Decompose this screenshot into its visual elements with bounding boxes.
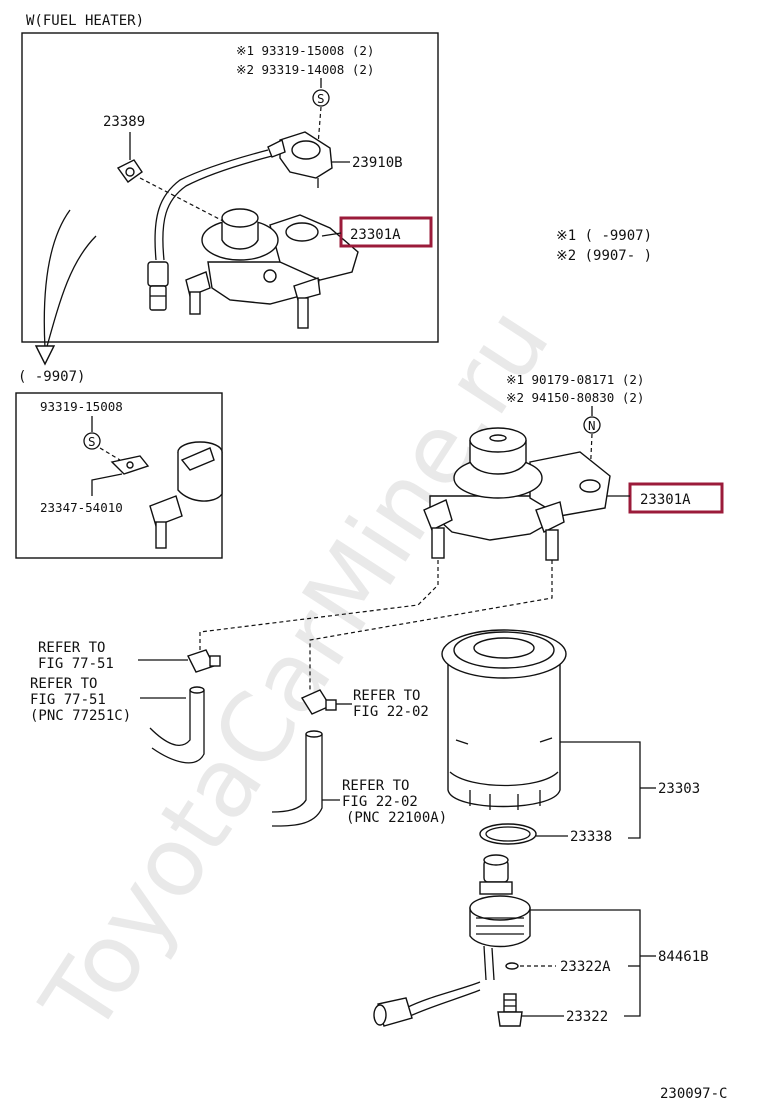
sensor-connector — [373, 997, 413, 1027]
arrow-curve — [43, 209, 71, 349]
fuel-filter-part — [441, 629, 567, 810]
fuel-heater-part — [267, 131, 333, 188]
refer-3-line-2: FIG 22-02 — [353, 704, 429, 720]
refer-4-line-2: FIG 22-02 — [342, 794, 418, 810]
refer-3-line-1: REFER TO — [353, 688, 420, 704]
clamp-part — [116, 159, 143, 183]
main-bolt-2-label: ※2 94150-80830 (2) — [506, 390, 644, 405]
diagram-title: W(FUEL HEATER) — [26, 13, 144, 29]
refer-4-line-1: REFER TO — [342, 778, 409, 794]
water-sensor-part — [469, 854, 531, 981]
heater-filter-head-label[interactable]: 23301A — [350, 227, 401, 243]
heater-inset-frame — [21, 32, 439, 343]
sensor-wire — [405, 981, 481, 1009]
hose-clip-1 — [187, 649, 221, 673]
heater-s-mark: S — [317, 91, 325, 106]
filter-head-part — [423, 427, 611, 561]
old-inset-range: ( -9907) — [18, 369, 85, 385]
drain-plug-part — [497, 993, 523, 1027]
legend-line-1: ※1 ( -9907) — [556, 228, 652, 244]
old-bracket-label: 23347-54010 — [40, 500, 123, 515]
plug-label[interactable]: 23322 — [566, 1009, 608, 1025]
old-s-mark: S — [88, 434, 96, 449]
sensor-assy-label[interactable]: 84461B — [658, 949, 709, 965]
heater-screw-2-label: ※2 93319-14008 (2) — [236, 62, 374, 77]
hose-path-2 — [309, 560, 553, 690]
oring-label[interactable]: 23322A — [560, 959, 611, 975]
hose-clip-2 — [300, 689, 337, 715]
old-bracket-part — [110, 455, 150, 475]
s-mark-circle — [312, 89, 330, 107]
heater-screw-1-label: ※1 93319-15008 (2) — [236, 43, 374, 58]
filter-head-highlight — [628, 482, 724, 514]
oring-part — [505, 962, 519, 970]
refer-2-line-1: REFER TO — [30, 676, 97, 692]
gasket-label[interactable]: 23338 — [570, 829, 612, 845]
refer-4-line-3: (PNC 22100A) — [346, 810, 447, 826]
arrow-head — [34, 345, 56, 366]
hose-2 — [271, 734, 307, 813]
refer-1-line-2: FIG 77-51 — [38, 656, 114, 672]
heater-filter-head-part — [185, 208, 359, 329]
heater-label: 23910B — [352, 155, 403, 171]
filter-label[interactable]: 23303 — [658, 781, 700, 797]
main-bolt-1-label: ※1 90179-08171 (2) — [506, 372, 644, 387]
hose-1 — [149, 690, 191, 746]
figure-code: 230097-C — [660, 1086, 727, 1102]
n-mark: N — [588, 418, 596, 433]
old-filter-head-part — [149, 441, 223, 549]
refer-1-line-1: REFER TO — [38, 640, 105, 656]
old-screw-label: 93319-15008 — [40, 399, 123, 414]
filter-head-label[interactable]: 23301A — [640, 492, 691, 508]
heater-connector — [147, 261, 169, 311]
refer-2-line-3: (PNC 77251C) — [30, 708, 131, 724]
heater-wire — [154, 149, 269, 261]
refer-2-line-2: FIG 77-51 — [30, 692, 106, 708]
legend-line-2: ※2 (9907- ) — [556, 248, 652, 264]
hose-path-1 — [199, 560, 439, 652]
heater-filter-head-highlight — [339, 216, 433, 248]
clamp-label: 23389 — [103, 114, 145, 130]
